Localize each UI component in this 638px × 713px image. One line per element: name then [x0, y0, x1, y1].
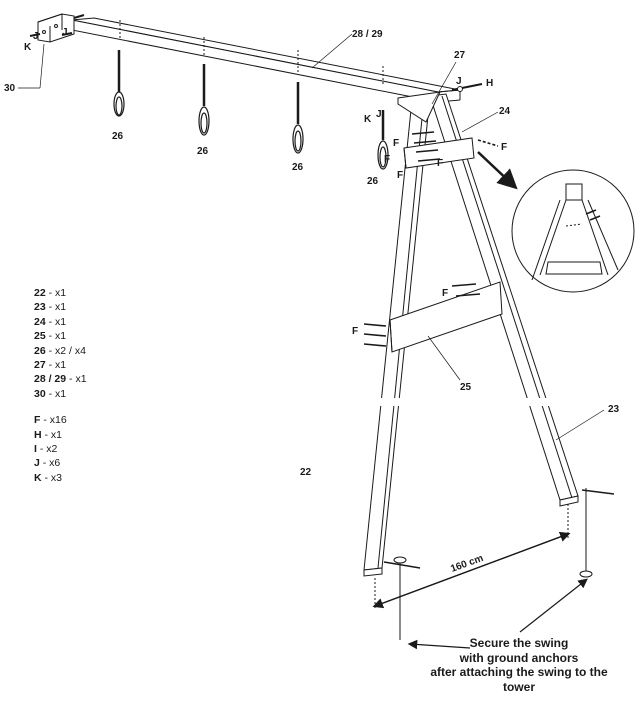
part-row: 28 / 29 - x1: [34, 373, 87, 386]
label-leg-left: 22: [300, 467, 312, 478]
bracket-bolt-left: [29, 14, 85, 37]
note-line: Secure the swing: [469, 636, 569, 650]
label-hanger-2: 26: [197, 146, 209, 157]
hardware-row: J - x6: [34, 457, 61, 470]
distance-dimension: [372, 504, 571, 610]
ground-anchor-note: Secure the swing with ground anchors aft…: [404, 636, 634, 694]
hardware-row: I - x2: [34, 443, 58, 456]
label-bolt-j-right: J: [456, 76, 462, 87]
top-beam: [71, 17, 461, 103]
swing-hanger-2: [198, 64, 210, 136]
label-beam: 28 / 29: [352, 29, 383, 40]
label-end-bracket: 30: [4, 83, 16, 94]
swing-hanger-3: [292, 82, 304, 154]
label-cross-plate-top: 24: [499, 106, 511, 117]
part-row: 23 - x1: [34, 301, 67, 314]
label-bolt-h: H: [486, 78, 493, 89]
detail-magnifier: [511, 169, 635, 293]
hardware-row: F - x16: [34, 414, 67, 427]
part-row: 30 - x1: [34, 387, 67, 400]
label-bolt-f-7: F: [352, 326, 358, 337]
label-bolt-k-right: K: [364, 114, 372, 125]
label-bolt-k-left: K: [24, 42, 32, 53]
note-arrows: [407, 578, 588, 650]
note-line: after attaching the swing to the: [430, 665, 608, 679]
label-bolt-f-1: F: [393, 138, 399, 149]
part-row: 24 - x1: [34, 315, 67, 328]
label-hanger-1: 26: [112, 131, 124, 142]
ground-anchor-right: [579, 488, 615, 578]
callout-labels: 28 / 29 30 27 24 25 22 23 26 26 26 26 K …: [4, 27, 620, 575]
ground-anchor-left: [383, 556, 421, 640]
label-bolt-f-4: F: [437, 158, 443, 169]
part-row: 26 - x2 / x4: [34, 344, 86, 357]
label-bolt-j-right-2: J: [376, 109, 382, 120]
end-bracket: [37, 13, 75, 43]
swing-hangers: [113, 50, 389, 170]
part-row: 22 - x1: [34, 287, 67, 299]
note-line: tower: [502, 679, 535, 694]
label-hanger-3: 26: [292, 162, 304, 173]
part-row: 25 - x1: [34, 330, 67, 343]
label-bolt-j-left-1: J: [33, 31, 39, 42]
label-bolt-f-5: F: [501, 142, 507, 153]
part-row: 27 - x1: [34, 359, 67, 372]
hardware-row: H - x1: [34, 428, 63, 441]
label-bolt-f-6: F: [442, 288, 448, 299]
bolt-h: [451, 83, 483, 92]
beam-bolts: [119, 20, 384, 86]
note-line: with ground anchors: [459, 650, 579, 665]
label-bolt-f-3: F: [397, 170, 403, 181]
apex-brace: [397, 91, 441, 123]
label-cross-plate-bottom: 25: [460, 382, 472, 393]
list-spacer: [34, 401, 87, 413]
detail-arrow: [477, 151, 518, 190]
bolts-f: [363, 131, 499, 347]
hardware-row: K - x3: [34, 471, 63, 484]
swing-hanger-1: [113, 50, 125, 117]
parts-list: 22 - x1 23 - x1 24 - x1 25 - x1 26 - x2 …: [34, 286, 87, 485]
label-bolt-j-left-2: J: [62, 27, 68, 38]
swing-hanger-4: [377, 110, 389, 170]
label-leg-right: 23: [608, 404, 620, 415]
label-apex-brace: 27: [454, 50, 466, 61]
label-bolt-f-2: F: [384, 154, 390, 165]
label-hanger-4: 26: [367, 176, 379, 187]
